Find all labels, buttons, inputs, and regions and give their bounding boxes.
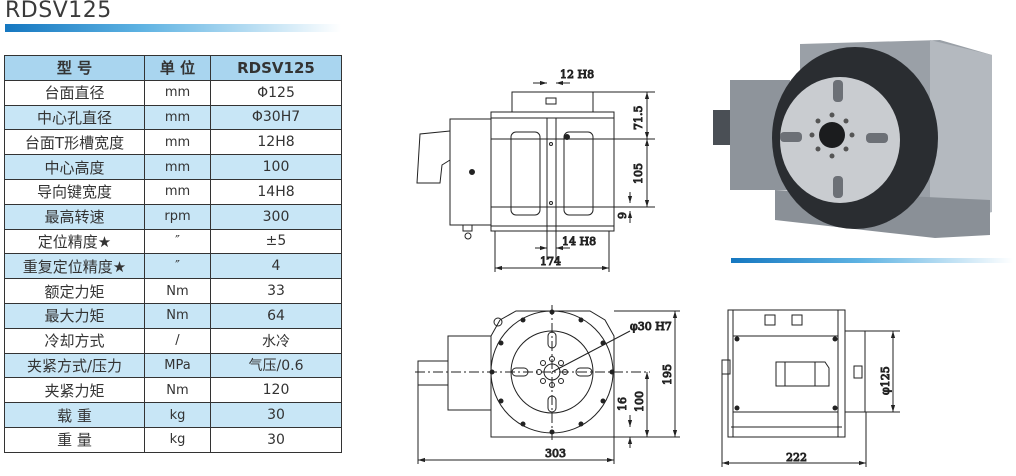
photo-gradient-bar xyxy=(731,258,1013,263)
side-view-drawing xyxy=(721,309,900,467)
front-view-drawing xyxy=(415,305,680,464)
spec-unit: Nm xyxy=(144,377,211,404)
spec-value: 水冷 xyxy=(210,327,342,354)
header-value: RDSV125 xyxy=(210,55,342,81)
dim-key-width: 14 H8 xyxy=(562,235,596,248)
dim-height-71-5: 71.5 xyxy=(632,106,645,131)
dim-depth-222: 222 xyxy=(786,451,807,464)
dim-center-hole: φ30 H7 xyxy=(630,320,672,333)
spec-value: 300 xyxy=(210,203,342,230)
header-unit: 单 位 xyxy=(144,55,211,81)
spec-unit: mm xyxy=(144,104,211,131)
spec-value: 100 xyxy=(210,154,342,180)
table-header-row: 型 号 单 位 RDSV125 xyxy=(4,55,342,81)
dim-width-303: 303 xyxy=(545,447,566,460)
table-row: 冷却方式/水冷 xyxy=(4,327,342,354)
spec-value: 气压/0.6 xyxy=(210,352,342,379)
spec-value: 30 xyxy=(210,426,342,453)
page-title: RDSV125 xyxy=(5,0,112,23)
spec-name: 夹紧力矩 xyxy=(4,377,145,404)
spec-name: 重 量 xyxy=(4,426,145,453)
spec-unit: kg xyxy=(144,402,211,428)
spec-value: 4 xyxy=(210,253,342,280)
spec-unit: / xyxy=(144,327,211,354)
spec-name: 冷却方式 xyxy=(4,327,145,354)
spec-name: 中心孔直径 xyxy=(4,104,145,131)
spec-name: 最大力矩 xyxy=(4,302,145,329)
spec-name: 定位精度★ xyxy=(4,228,145,255)
spec-name: 台面直径 xyxy=(4,79,145,106)
dim-width-174: 174 xyxy=(540,255,561,268)
spec-unit: rpm xyxy=(144,203,211,230)
product-photo xyxy=(713,40,992,238)
dim-total-height-195: 195 xyxy=(661,364,674,385)
spec-name: 载 重 xyxy=(4,402,145,428)
dim-slot-width: 12 H8 xyxy=(560,68,594,81)
spec-unit: MPa xyxy=(144,352,211,379)
dim-center-height-100: 100 xyxy=(633,391,646,412)
bolt-holes xyxy=(489,309,615,435)
spec-value: 12H8 xyxy=(210,129,342,156)
title-gradient-bar xyxy=(5,24,341,32)
spec-value: Φ30H7 xyxy=(210,104,342,131)
spec-name: 中心高度 xyxy=(4,154,145,180)
spec-value: 120 xyxy=(210,377,342,404)
dim-offset-9: 9 xyxy=(616,212,629,219)
dim-table-diameter: φ125 xyxy=(879,366,892,395)
spec-unit: Nm xyxy=(144,278,211,304)
spec-unit: ″ xyxy=(144,253,211,280)
dim-base-16: 16 xyxy=(616,397,629,411)
spec-unit: mm xyxy=(144,154,211,180)
top-view-drawing xyxy=(416,80,655,272)
spec-unit: Nm xyxy=(144,302,211,329)
table-row: 重复定位精度★″4 xyxy=(4,253,342,280)
spec-value: 30 xyxy=(210,402,342,428)
dim-spacing-105: 105 xyxy=(632,163,645,184)
spec-unit: mm xyxy=(144,129,211,156)
spec-value: 64 xyxy=(210,302,342,329)
spec-value: Φ125 xyxy=(210,79,342,106)
spec-unit: kg xyxy=(144,426,211,453)
spec-unit: mm xyxy=(144,79,211,106)
spec-name: 夹紧方式/压力 xyxy=(4,352,145,379)
header-model: 型 号 xyxy=(4,55,145,81)
spec-name: 重复定位精度★ xyxy=(4,253,145,280)
